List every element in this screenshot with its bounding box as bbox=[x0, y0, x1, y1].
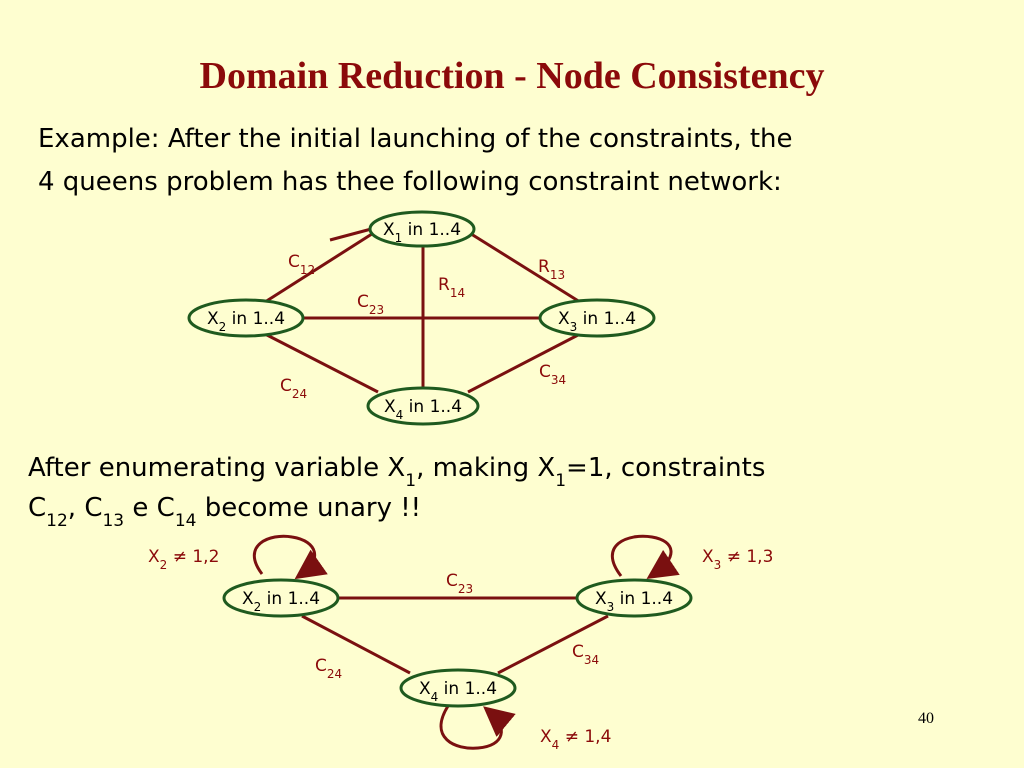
node-x4-label: X4 in 1..4 bbox=[384, 397, 462, 422]
page-number: 40 bbox=[918, 710, 934, 727]
label-r13: R13 bbox=[538, 257, 565, 282]
edge-c24 bbox=[264, 332, 379, 394]
label2-c24: C24 bbox=[315, 656, 342, 681]
unary-x3: X3 ≠ 1,3 bbox=[702, 547, 773, 572]
loop-x2 bbox=[253, 534, 328, 580]
label2-c23: C23 bbox=[446, 571, 473, 596]
label-c12: C12 bbox=[288, 252, 315, 277]
node-x2-label: X2 in 1..4 bbox=[207, 309, 285, 334]
node2-x4 bbox=[399, 668, 517, 708]
unary-x2: X2 ≠ 1,2 bbox=[148, 547, 219, 572]
after-line-1: After enumerating variable X1, making X1… bbox=[28, 453, 765, 491]
edge-c12a bbox=[329, 226, 376, 242]
slide-title: Domain Reduction - Node Consistency bbox=[200, 55, 825, 97]
node2-x3 bbox=[575, 578, 693, 618]
edge-c34 bbox=[467, 332, 581, 394]
label-c23: C23 bbox=[357, 292, 384, 317]
unary-x4: X4 ≠ 1,4 bbox=[540, 727, 611, 752]
node-x1-label: X1 in 1..4 bbox=[383, 220, 461, 245]
intro-line-2: 4 queens problem has thee following cons… bbox=[38, 167, 782, 197]
node2-x3-label: X3 in 1..4 bbox=[595, 589, 673, 614]
edge-r13 bbox=[467, 230, 581, 304]
constraint-network-1: X1 in 1..4 X2 in 1..4 X3 in 1..4 X4 in 1… bbox=[187, 210, 656, 426]
label-c34: C34 bbox=[539, 362, 566, 387]
loop-x3 bbox=[611, 534, 680, 579]
label-r14: R14 bbox=[438, 275, 465, 300]
node-x1 bbox=[368, 210, 476, 248]
edge2-c34 bbox=[497, 614, 609, 675]
loop-x4 bbox=[439, 705, 516, 750]
label-c24: C24 bbox=[280, 376, 307, 401]
node-x3 bbox=[538, 298, 656, 338]
label2-c34: C34 bbox=[572, 642, 599, 667]
node2-x2 bbox=[222, 578, 340, 618]
constraint-network-2: X2 in 1..4 X3 in 1..4 X4 in 1..4 C23 C24… bbox=[148, 534, 773, 752]
node-x3-label: X3 in 1..4 bbox=[558, 309, 636, 334]
intro-line-1: Example: After the initial launching of … bbox=[38, 124, 793, 154]
edge-c12 bbox=[264, 230, 376, 304]
node-x2 bbox=[187, 298, 305, 338]
after-line-2: C12, C13 e C14 become unary !! bbox=[28, 493, 421, 531]
node2-x2-label: X2 in 1..4 bbox=[242, 589, 320, 614]
node2-x4-label: X4 in 1..4 bbox=[419, 679, 497, 704]
node-x4 bbox=[366, 386, 480, 426]
edge2-c24 bbox=[301, 614, 411, 675]
